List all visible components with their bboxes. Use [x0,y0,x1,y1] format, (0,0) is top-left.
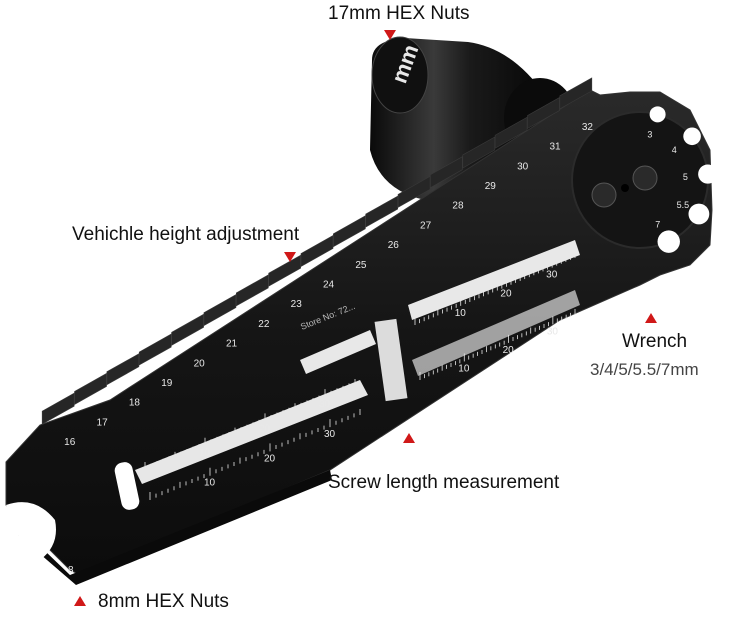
wrench-notch [649,106,666,123]
height-scale-number: 23 [291,299,303,310]
gauge-step [494,116,528,149]
height-scale-number: 32 [582,122,594,133]
ruler-number: 10 [199,448,211,459]
ruler-number: 30 [546,270,558,281]
gauge-step [365,195,399,228]
ruler-number: 20 [500,289,512,300]
gauge-step [300,234,334,268]
height-scale-number: 17 [97,417,109,428]
ruler-number: 20 [259,423,271,434]
label-17mm-hex-nuts: 17mm HEX Nuts [328,3,470,24]
ruler-number: 30 [324,429,336,440]
wrench-size-number: 3 [647,130,652,140]
wrench-notch [683,127,701,146]
height-scale-number: 18 [129,398,141,409]
gauge-step [333,215,366,248]
wrench-size-number: 5 [683,172,688,182]
rulers: 10 20 30 10 20 30 10 20 30 10 20 30 [144,252,576,500]
measurement-slots [135,240,580,484]
ruler-number: 10 [458,363,470,374]
arrow-up-icon [74,596,86,606]
arrow-down-icon [284,252,296,262]
gauge-step [106,353,140,386]
gauge-step [527,97,560,130]
height-scale-number: 30 [517,161,529,172]
wrench-size-number: 5.5 [677,200,690,210]
arrow-up-icon [645,313,657,323]
label-height-adjustment: Vehichle height adjustment [72,224,300,245]
arrow-up-icon [403,433,415,443]
ruler-number: 10 [455,308,467,319]
ruler-number: 20 [264,453,276,464]
gauge-step [235,274,269,307]
gauge-step [74,372,107,405]
gauge-step [397,175,431,208]
height-scale-number: 28 [452,201,464,212]
gauge-step [462,136,496,169]
wrench-sizes: 3 4 5 5.5 7 [647,130,689,230]
height-scale-number: 26 [388,240,400,251]
wrench-notch [688,203,710,225]
wrench-size-number: 7 [655,220,660,230]
ruler-number: 10 [204,478,216,489]
label-wrench-sizes: 3/4/5/5.5/7mm [590,360,699,379]
height-scale-number: 22 [258,319,270,330]
height-scale-number: 24 [323,280,335,291]
height-scale-number: 19 [161,378,173,389]
height-scale-number: 16 [64,437,76,448]
height-scale-number: 31 [549,142,561,153]
label-8mm-hex-nuts: 8mm HEX Nuts [98,591,229,612]
wrench-notch [698,164,718,184]
gauge-step [203,294,237,327]
height-scale-number: 29 [485,181,497,192]
height-scale-number: 27 [420,220,432,231]
wrench-size-number: 4 [672,145,677,155]
height-scale-number: 21 [226,339,238,350]
arrow-down-icon [384,30,396,40]
ruler-number: 30 [547,326,559,337]
gauge-step [559,77,593,110]
gauge-step [41,392,75,425]
wrench-head [571,106,718,253]
wrench-notch [657,230,680,253]
ruler-number: 30 [319,399,331,410]
height-scale-number: 25 [355,260,367,271]
end-size-mark: 8 [68,565,74,576]
label-screw-length: Screw length measurement [328,472,560,493]
gauge-step [430,156,463,189]
gauge-step [171,313,204,346]
label-wrench: Wrench [622,331,688,352]
height-scale-number: 20 [194,358,206,369]
gauge-step [138,333,172,366]
height-scale: 16 17 18 19 20 21 22 23 24 25 26 27 28 29 30 31 32 [64,122,593,448]
ruler-number: 20 [503,345,515,356]
gauge-step [268,254,301,287]
